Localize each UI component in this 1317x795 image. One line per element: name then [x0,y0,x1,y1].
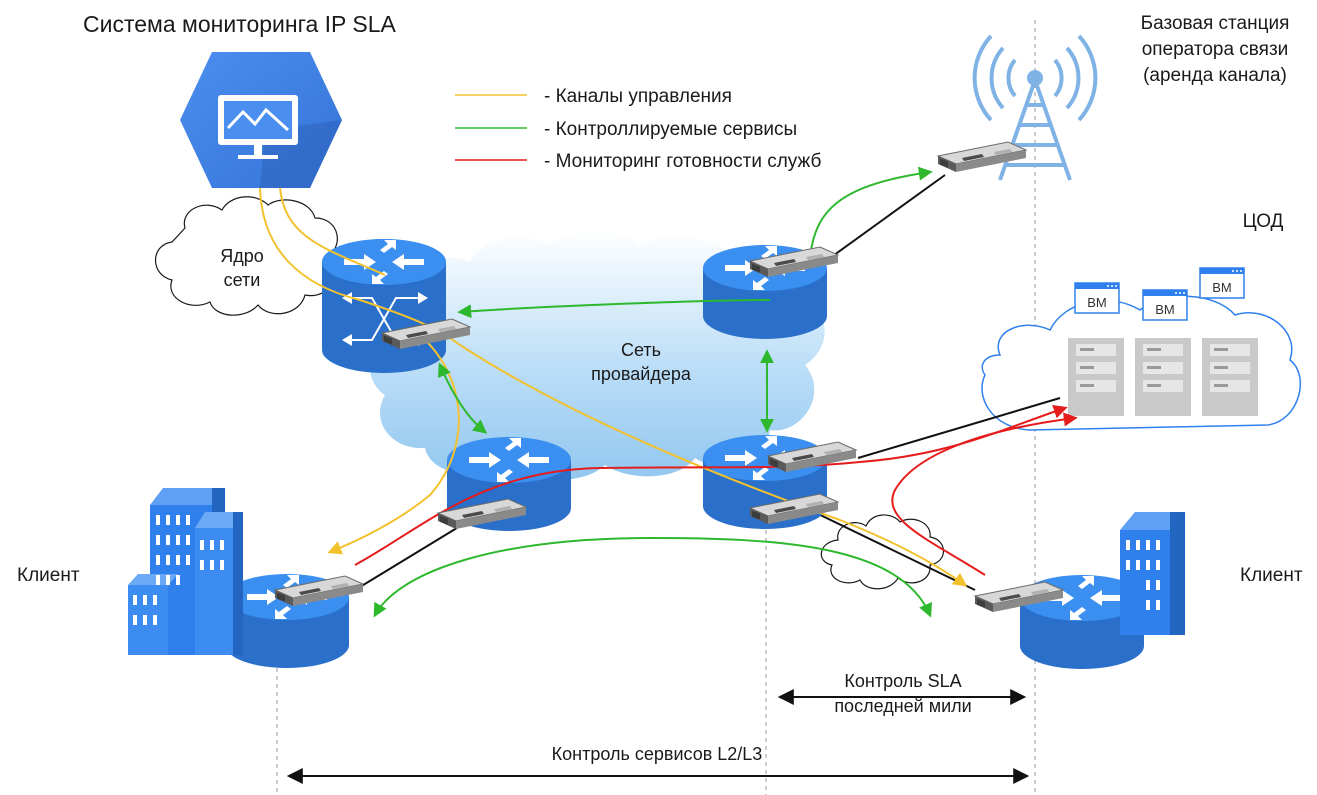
legend-label-monitoring: - Мониторинг готовности служб [544,151,821,172]
services-label: Контроль сервисов L2/L3 [552,744,763,764]
legend-label-control: - Каналы управления [544,86,732,107]
base-station-line: (аренда канала) [1143,65,1287,86]
client-left-label: Клиент [17,565,80,586]
core-switch-icon [322,239,446,373]
monitoring-channels [354,404,1078,576]
vm-label: ВМ [1155,302,1175,317]
vm-label: ВМ [1212,280,1232,295]
building-icon [128,488,1185,655]
service-channels [373,166,933,618]
last-mile-line: последней мили [834,696,971,716]
vm-label: ВМ [1087,295,1107,310]
core-label-line: Ядро [220,246,264,266]
tower-icon [972,34,1098,181]
core-label: Ядро сети [220,246,264,290]
server-icon [1068,338,1258,416]
provider-label: Сеть провайдера [591,340,692,384]
monitor-icon [180,52,342,188]
base-station-line: Базовая станция [1141,13,1290,34]
dc-label: ЦОД [1243,211,1284,232]
last-mile-cloud [820,514,945,590]
last-mile-line: Контроль SLA [844,671,961,691]
vm-icon: ВМ ВМ ВМ [1074,267,1245,321]
provider-label-line: Сеть [621,340,661,360]
last-mile-label: Контроль SLA последней мили [834,671,971,716]
base-station-line: оператора связи [1142,39,1289,60]
diagram-title: Система мониторинга IP SLA [83,11,396,37]
provider-label-line: провайдера [591,364,692,384]
client-right-label: Клиент [1240,565,1303,586]
physical-links [354,174,1061,591]
core-label-line: сети [224,270,261,290]
legend-label-services: - Контроллируемые сервисы [544,119,797,140]
legend: - Каналы управления - Контроллируемые се… [455,86,821,172]
base-station-label: Базовая станция оператора связи (аренда … [1141,13,1290,86]
measure-arrows [286,689,1030,784]
